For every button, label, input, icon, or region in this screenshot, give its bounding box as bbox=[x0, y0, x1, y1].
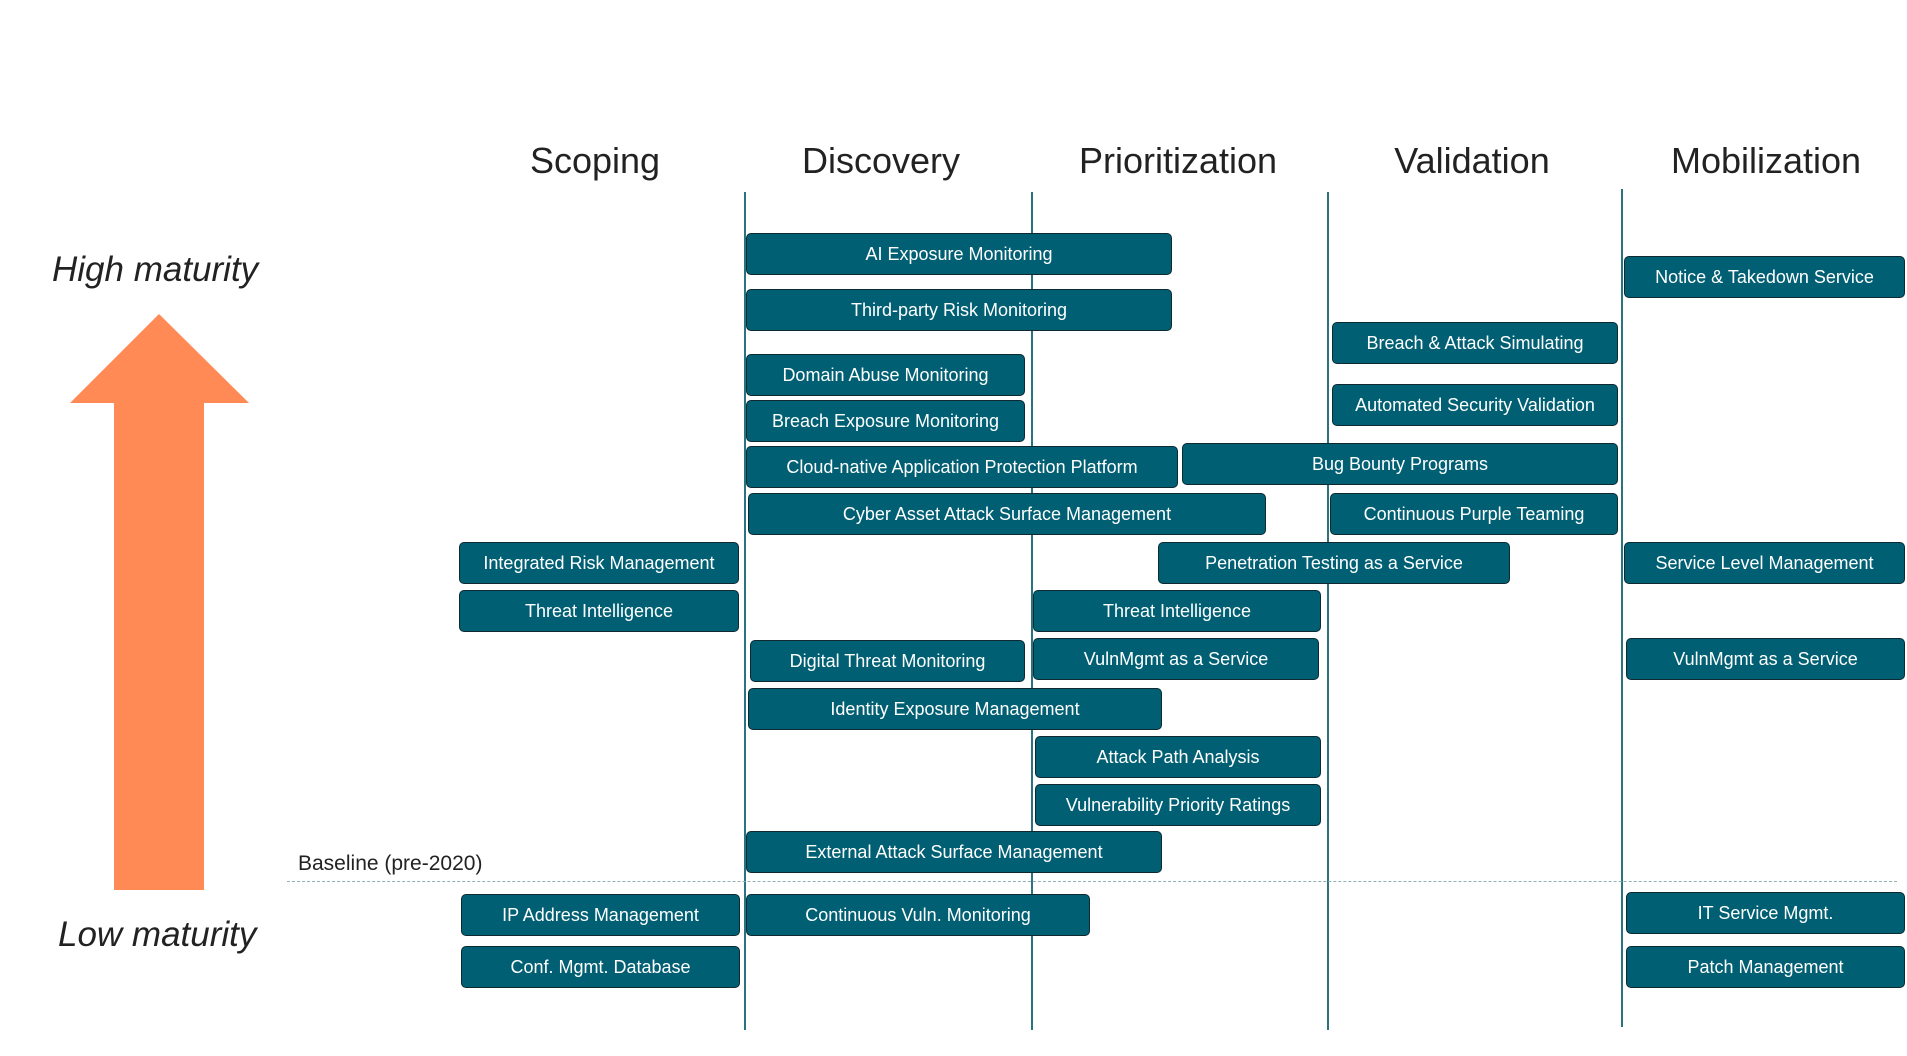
capability-bar: Identity Exposure Management bbox=[748, 688, 1162, 730]
phase-header-discovery: Discovery bbox=[801, 140, 961, 181]
capability-bar: VulnMgmt as a Service bbox=[1033, 638, 1319, 680]
capability-bar: Conf. Mgmt. Database bbox=[461, 946, 740, 988]
capability-bar: Breach & Attack Simulating bbox=[1332, 322, 1618, 364]
phase-header-prioritization: Prioritization bbox=[1078, 140, 1278, 181]
column-divider bbox=[1327, 192, 1329, 1030]
capability-bar: AI Exposure Monitoring bbox=[746, 233, 1172, 275]
capability-bar: Continuous Purple Teaming bbox=[1330, 493, 1618, 535]
capability-bar: Cloud-native Application Protection Plat… bbox=[746, 446, 1178, 488]
capability-bar: Patch Management bbox=[1626, 946, 1905, 988]
capability-bar: Bug Bounty Programs bbox=[1182, 443, 1618, 485]
capability-bar: Third-party Risk Monitoring bbox=[746, 289, 1172, 331]
phase-header-validation: Validation bbox=[1394, 140, 1550, 181]
high-maturity-label: High maturity bbox=[52, 250, 259, 289]
column-divider bbox=[1031, 192, 1033, 1030]
capability-bar: Threat Intelligence bbox=[459, 590, 739, 632]
capability-bar: IP Address Management bbox=[461, 894, 740, 936]
column-divider bbox=[744, 192, 746, 1030]
phase-header-mobilization: Mobilization bbox=[1670, 140, 1862, 181]
capability-bar: Vulnerability Priority Ratings bbox=[1035, 784, 1321, 826]
low-maturity-label: Low maturity bbox=[58, 915, 257, 954]
baseline-label: Baseline (pre-2020) bbox=[298, 852, 483, 875]
capability-bar: IT Service Mgmt. bbox=[1626, 892, 1905, 934]
capability-bar: Cyber Asset Attack Surface Management bbox=[748, 493, 1266, 535]
capability-bar: Notice & Takedown Service bbox=[1624, 256, 1905, 298]
capability-bar: Breach Exposure Monitoring bbox=[746, 400, 1025, 442]
capability-bar: Digital Threat Monitoring bbox=[750, 640, 1025, 682]
capability-bar: Domain Abuse Monitoring bbox=[746, 354, 1025, 396]
capability-bar: External Attack Surface Management bbox=[746, 831, 1162, 873]
capability-bar: Threat Intelligence bbox=[1033, 590, 1321, 632]
phase-header-scoping: Scoping bbox=[529, 140, 661, 181]
maturity-arrow-icon bbox=[70, 314, 249, 890]
capability-bar: Penetration Testing as a Service bbox=[1158, 542, 1510, 584]
capability-bar: Integrated Risk Management bbox=[459, 542, 739, 584]
capability-bar: Automated Security Validation bbox=[1332, 384, 1618, 426]
capability-bar: Continuous Vuln. Monitoring bbox=[746, 894, 1090, 936]
capability-bar: Service Level Management bbox=[1624, 542, 1905, 584]
baseline-line bbox=[287, 881, 1897, 882]
capability-bar: VulnMgmt as a Service bbox=[1626, 638, 1905, 680]
column-divider bbox=[1621, 189, 1623, 1027]
capability-bar: Attack Path Analysis bbox=[1035, 736, 1321, 778]
